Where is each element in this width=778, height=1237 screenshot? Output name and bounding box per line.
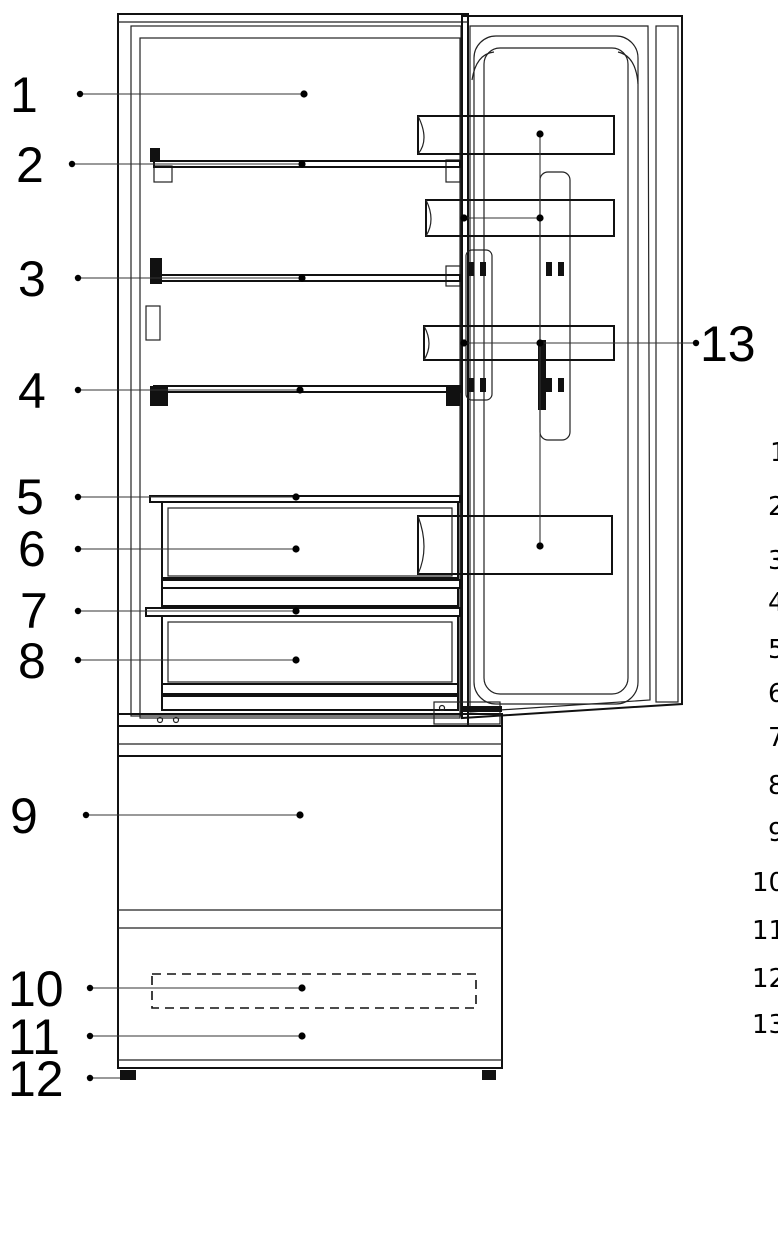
leader-dots — [68, 90, 700, 1082]
adjustable-feet — [120, 1070, 496, 1080]
side-num-6: 6 — [768, 679, 778, 709]
callout-11: 11 — [8, 1009, 60, 1065]
side-num-4: 4 — [768, 588, 778, 618]
fridge-door — [461, 15, 683, 720]
callout-6: 6 — [18, 521, 46, 577]
freezer-compartment — [117, 725, 503, 1069]
glass-shelves — [149, 160, 461, 503]
side-num-3: 3 — [768, 546, 778, 576]
side-num-1: 1 — [770, 438, 778, 468]
leader-lines — [72, 93, 696, 1079]
callout-labels: 1 2 3 4 5 6 7 8 9 10 11 12 13 — [8, 67, 756, 1107]
callout-9: 9 — [10, 788, 38, 844]
side-number-list: 1 2 3 4 5 6 7 8 9 10 11 12 13 — [752, 438, 778, 1040]
side-num-11: 11 — [752, 916, 778, 946]
side-num-13: 13 — [752, 1010, 778, 1040]
callout-13: 13 — [700, 316, 756, 372]
side-num-8: 8 — [768, 771, 778, 801]
side-num-2: 2 — [768, 492, 778, 522]
middle-hinge — [117, 701, 503, 727]
side-num-10: 10 — [752, 868, 778, 898]
side-num-7: 7 — [768, 723, 778, 753]
callout-7: 7 — [20, 583, 48, 639]
side-num-5: 5 — [768, 635, 778, 665]
callout-1: 1 — [10, 67, 38, 123]
door-balconies — [417, 115, 615, 575]
crisper-drawers — [145, 501, 461, 711]
callout-5: 5 — [16, 469, 44, 525]
side-num-12: 12 — [752, 964, 778, 994]
callout-10: 10 — [8, 961, 64, 1017]
callout-2: 2 — [16, 137, 44, 193]
side-num-9: 9 — [768, 818, 778, 848]
door-egg-holders — [465, 171, 571, 441]
callout-3: 3 — [18, 251, 46, 307]
callout-4: 4 — [18, 363, 46, 419]
callout-8: 8 — [18, 633, 46, 689]
callout-12: 12 — [8, 1051, 64, 1107]
fridge-compartment — [117, 13, 469, 727]
